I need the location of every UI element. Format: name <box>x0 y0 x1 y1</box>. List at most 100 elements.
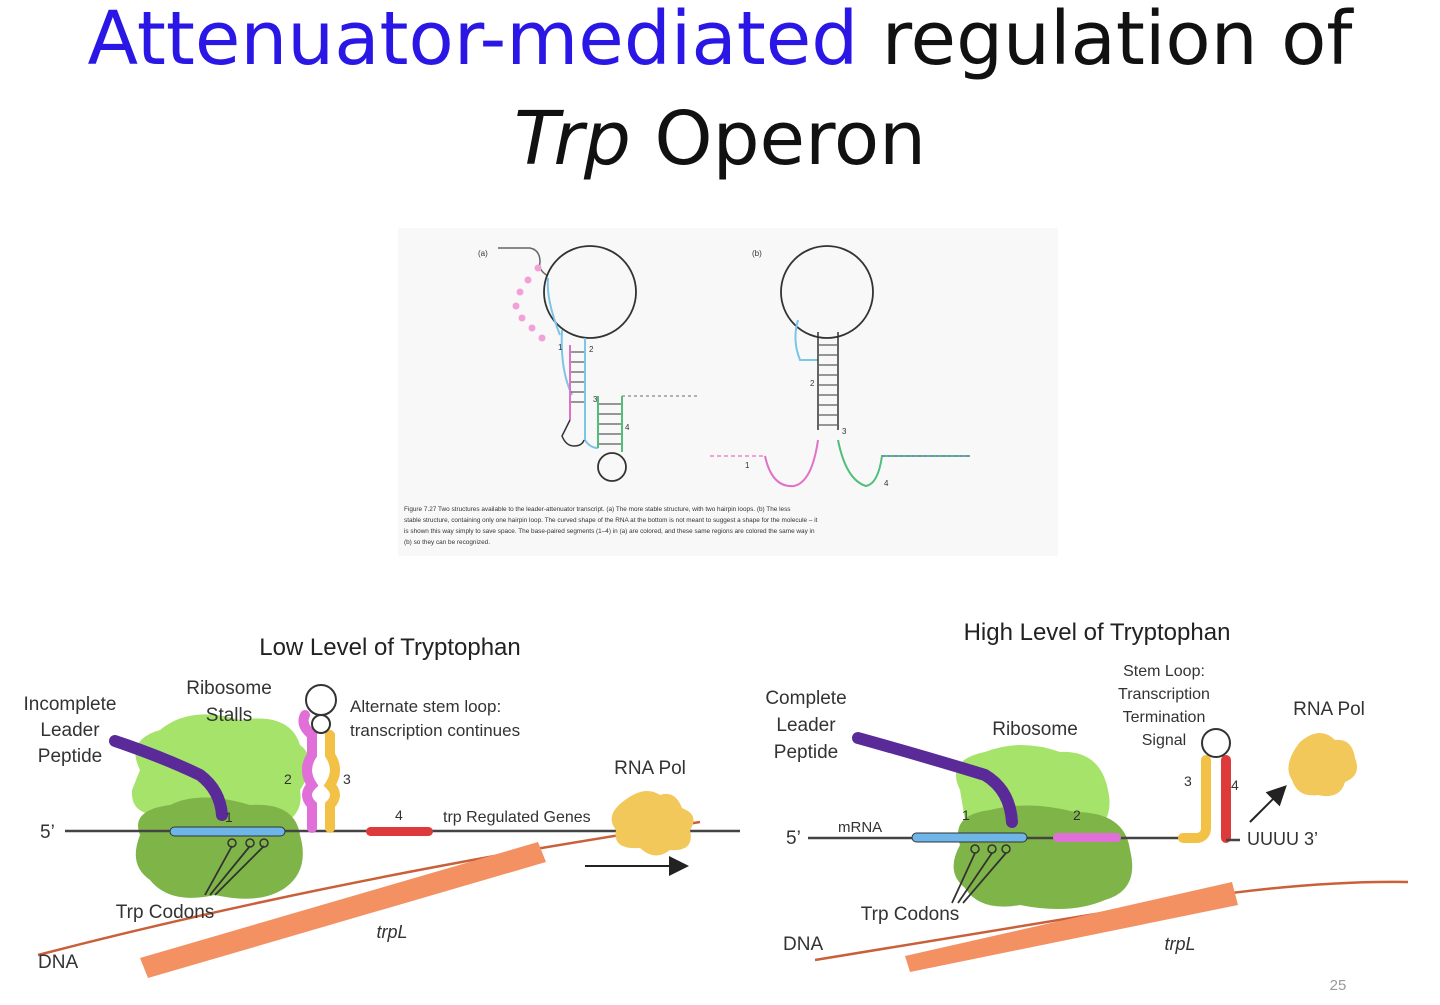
high-trp-codon-pointers <box>951 852 1007 904</box>
low-incomplete-peptide <box>109 735 228 821</box>
low-trp-codons-label: Trp Codons <box>116 902 215 923</box>
high-complete-line3: Peptide <box>774 742 838 763</box>
panel-a-seg4-label: 4 <box>625 423 630 432</box>
low-rna-polymerase <box>611 791 694 856</box>
panel-a-stem2-bars <box>599 403 621 445</box>
high-dna-label: DNA <box>783 934 823 955</box>
figure-caption: Figure 7.27 Two structures available to … <box>404 506 818 546</box>
high-stem-line1: Stem Loop: <box>1123 663 1205 680</box>
high-rna-pol-label: RNA Pol <box>1293 699 1365 720</box>
low-segment4 <box>366 827 433 836</box>
high-trpl-label: trpL <box>1164 934 1195 954</box>
high-rna-polymerase <box>1288 732 1358 797</box>
panel-a-segment3 <box>597 396 623 452</box>
title-end: Operon <box>630 96 927 182</box>
low-segment1 <box>169 826 286 837</box>
high-seg1-number: 1 <box>962 807 970 823</box>
low-trp-codon-marker-2 <box>245 838 255 848</box>
high-complete-peptide-label: Complete Leader Peptide <box>765 688 846 763</box>
panel-b-structure: 1 2 3 4 <box>710 245 970 488</box>
high-seg3-number: 3 <box>1184 773 1192 789</box>
low-alt-line2: transcription continues <box>350 721 520 740</box>
panel-a-label: (a) <box>478 249 488 258</box>
panel-b-stem-strands <box>817 332 839 430</box>
low-dna-strand <box>37 820 701 957</box>
panel-a-seg1-label: 1 <box>558 343 563 352</box>
panel-a-hairpin2-loop <box>597 452 627 482</box>
low-ribosome-large-subunit <box>135 797 303 899</box>
high-stem-loop-label: Stem Loop: Transcription Termination Sig… <box>1118 663 1210 749</box>
caption-line-2: stable structure, containing only one ha… <box>404 517 818 524</box>
panel-b-seg4-label: 4 <box>884 479 889 488</box>
low-seg1-number: 1 <box>225 809 233 825</box>
panel-a-small-loop <box>561 419 585 447</box>
panel-b-bottom-curve-left <box>764 439 819 488</box>
title-italic: Trp <box>513 96 631 182</box>
caption-line-3: is shown this way simply to save space. … <box>404 528 815 535</box>
high-terminator-loop <box>1201 728 1231 758</box>
panel-a-structure: 1 2 3 4 <box>498 245 700 482</box>
high-five-prime-label: 5’ <box>786 828 801 849</box>
high-trp-codon-marker-3 <box>1001 844 1011 854</box>
high-seg2-number: 2 <box>1073 807 1081 823</box>
panel-a-seg3-label: 3 <box>593 395 598 404</box>
high-trp-codon-marker-2 <box>987 844 997 854</box>
caption-line-1: Figure 7.27 Two structures available to … <box>404 506 790 513</box>
low-seg4-number: 4 <box>395 807 403 823</box>
high-seg4-number: 4 <box>1231 777 1239 793</box>
caption-line-4: (b) so they can be recognized. <box>404 539 490 546</box>
panel-b-segment3 <box>837 439 970 488</box>
low-incomplete-line3: Peptide <box>38 746 102 767</box>
low-ribosome-label: Ribosome Stalls <box>186 678 272 726</box>
high-mrna-label: mRNA <box>838 819 882 836</box>
low-incomplete-line1: Incomplete <box>24 694 117 715</box>
high-ribosome-label: Ribosome <box>992 719 1078 740</box>
panel-a-stem1-bars <box>571 351 584 403</box>
high-stem-line4: Signal <box>1142 732 1186 749</box>
high-complete-peptide <box>852 732 1018 828</box>
low-trpl-label: trpL <box>376 922 407 942</box>
low-segment3-stem <box>323 730 340 833</box>
panel-b-segment2 <box>794 319 818 361</box>
figure-background <box>398 228 1058 556</box>
high-release-arrow <box>1249 785 1287 823</box>
high-complete-line2: Leader <box>776 715 836 736</box>
panel-b-label: (b) <box>752 249 762 258</box>
panel-b-seg2-label: 2 <box>810 379 815 388</box>
panel-b-hairpin-loop <box>780 245 874 339</box>
low-incomplete-peptide-label: Incomplete Leader Peptide <box>24 694 117 767</box>
high-segment1 <box>911 832 1028 843</box>
panel-b-stem-bars <box>819 344 837 426</box>
low-seg3-number: 3 <box>343 771 351 787</box>
high-ribosome-large-subunit <box>953 805 1133 909</box>
slide-title-line2: Trp Operon <box>0 102 1440 176</box>
low-ribosome-line2: Stalls <box>206 705 252 726</box>
panel-a-segment2-right <box>584 338 599 449</box>
rna-structure-figure: (a) (b) <box>398 228 1058 556</box>
panel-a-leader-strand <box>498 247 549 277</box>
low-trpl-gene-bar <box>140 842 546 978</box>
high-stem-line3: Termination <box>1123 709 1206 726</box>
low-trp-codon-pointers <box>204 845 265 896</box>
high-trp-codons-label: Trp Codons <box>861 904 960 925</box>
panel-a-seg2-label: 2 <box>589 345 594 354</box>
high-stem-line2: Transcription <box>1118 686 1210 703</box>
low-panel-title: Low Level of Tryptophan <box>259 634 521 661</box>
high-segment3-stem <box>1178 755 1211 843</box>
low-segment2-stem <box>298 710 319 833</box>
low-tryptophan-panel: Low Level of Tryptophan Incomplete Leade… <box>24 634 740 978</box>
low-alternate-stem-label: Alternate stem loop: transcription conti… <box>350 697 520 740</box>
high-trpl-gene-bar <box>905 882 1238 972</box>
high-panel-title: High Level of Tryptophan <box>964 619 1231 646</box>
low-alt-line1: Alternate stem loop: <box>350 697 501 716</box>
title-rest: regulation of <box>858 0 1353 82</box>
low-trp-codon-marker-3 <box>259 838 269 848</box>
title-accent: Attenuator-mediated <box>87 0 859 82</box>
low-seg2-number: 2 <box>284 771 292 787</box>
page-number: 25 <box>1330 977 1347 994</box>
low-regulated-genes-label: trp Regulated Genes <box>443 809 591 826</box>
low-dna-label: DNA <box>38 952 78 973</box>
high-tryptophan-panel: High Level of Tryptophan Complete Leader <box>765 619 1409 972</box>
